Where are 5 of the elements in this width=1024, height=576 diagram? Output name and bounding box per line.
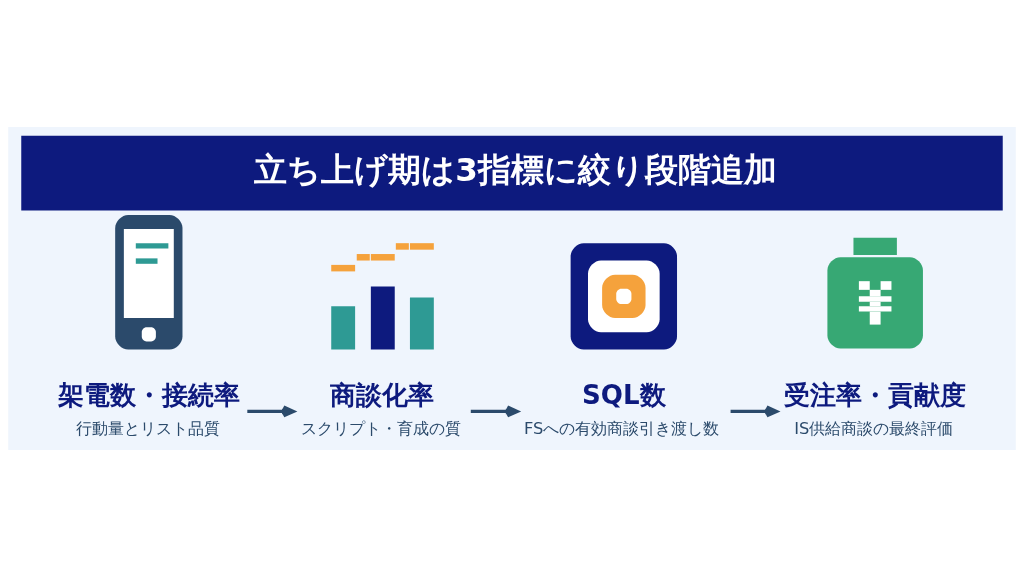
node-text: SQL数 FSへの有効商談引き渡し数: [523, 379, 720, 438]
diagram-title: 立ち上げ期は3指標に絞り段階追加: [254, 150, 777, 189]
node-text: 受注率・貢献度 IS供給商談の最終評価: [783, 379, 966, 438]
node-text: 商談化率 スクリプト・育成の質: [300, 379, 461, 438]
node-text: 架電数・接続率 行動量とリスト品質: [57, 379, 240, 438]
